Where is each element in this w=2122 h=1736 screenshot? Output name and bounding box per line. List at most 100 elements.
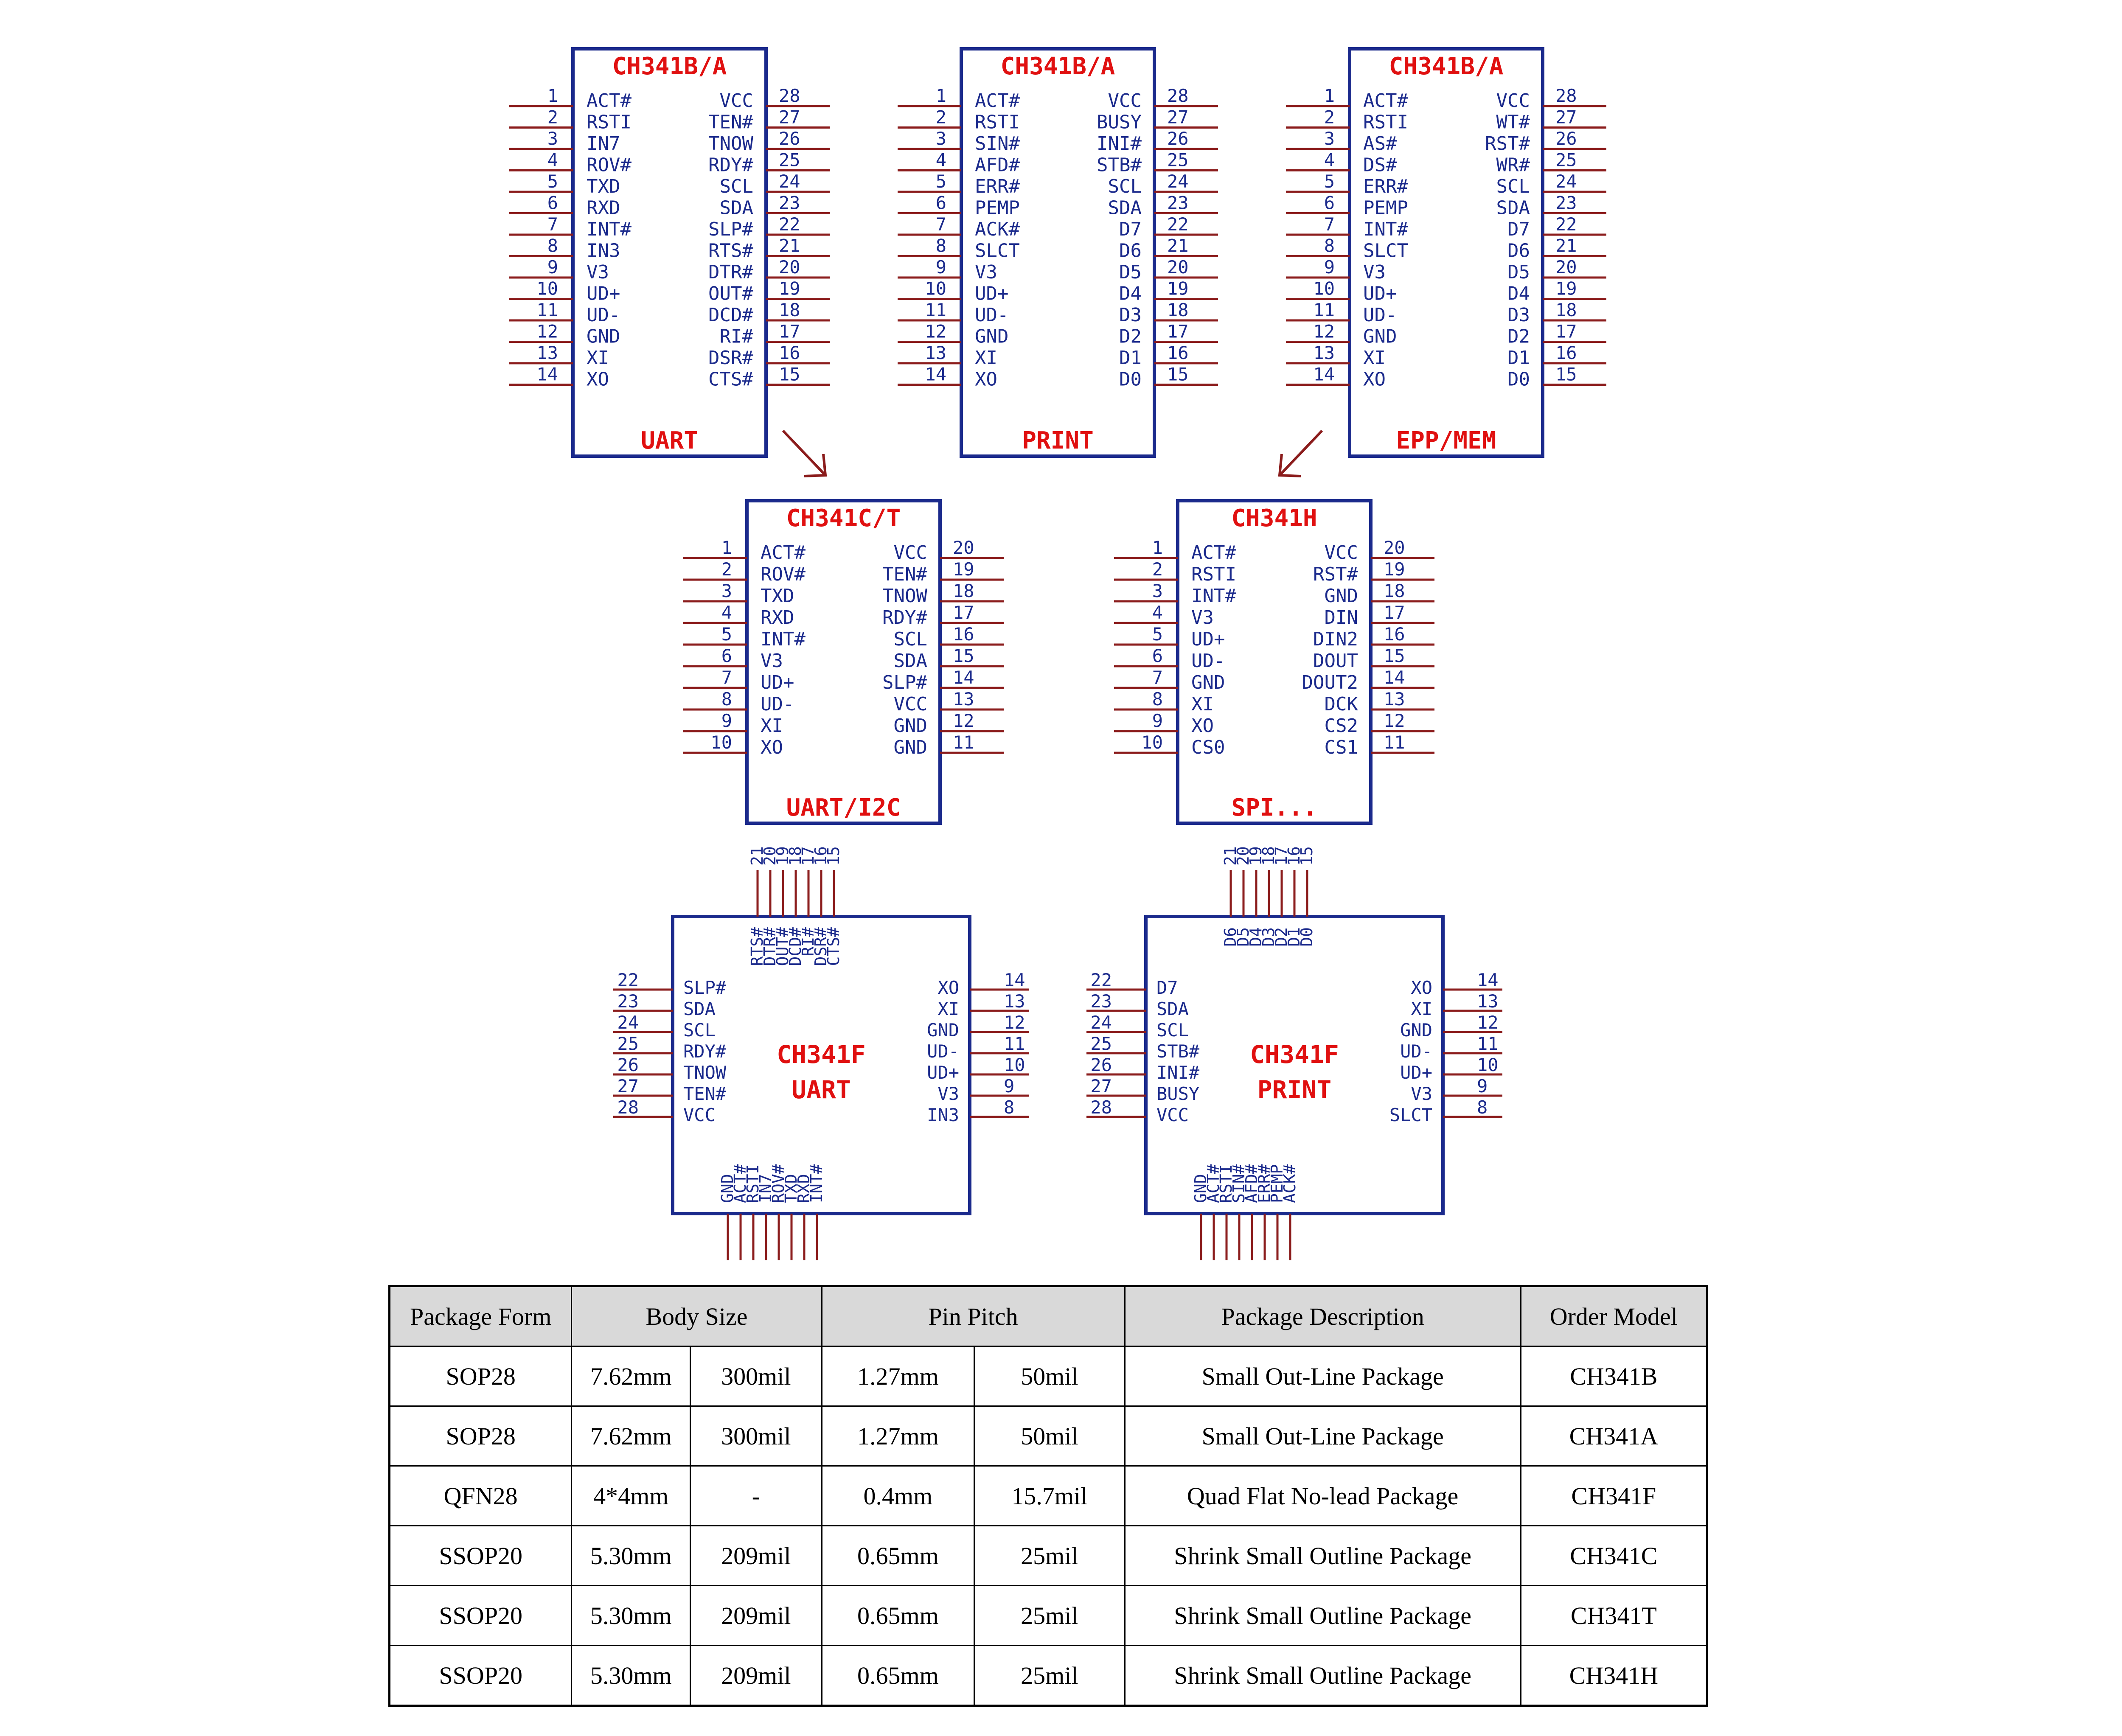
chip-sop28-epp-pin-name: UD+ [1363,283,1397,305]
chip-sop28-print-pin-number: 26 [1167,128,1189,149]
chip-qfn-uart-pin-name: DTR# [761,927,779,966]
chip-qfn-print-pin-number: 19 [1246,846,1265,866]
chip-qfn-print-pin-name: UD- [1400,1041,1432,1062]
chip-qfn-uart-pin-number: 10 [1004,1055,1025,1075]
cell-body-size-mil: - [690,1465,822,1526]
chip-ssop20-ch341h-pin-number: 4 [1152,602,1163,623]
chip-qfn-uart-pin-name: SLP# [683,977,727,998]
chip-sop28-epp-pin-name: D5 [1507,261,1530,283]
header-pin-pitch: Pin Pitch [821,1285,1126,1347]
chip-sop28-uart-pin-number: 20 [779,257,800,278]
chip-qfn-uart-pin-name: CTS# [824,927,843,966]
chip-qfn-uart-pin-name: UD- [927,1041,959,1062]
chip-sop28-epp-mode-label: EPP/MEM [1396,427,1496,454]
chip-ssop20-ch341h-pin-number: 13 [1384,689,1405,710]
cell-body-size-mil: 300mil [690,1405,822,1467]
chip-ssop20-ch341h-mode-label: SPI... [1231,794,1317,822]
chip-sop28-print-pin-name: D1 [1119,347,1142,369]
chip-sop28-uart-pin-number: 10 [536,278,558,299]
chip-qfn-print-pin-number: 17 [1272,846,1291,866]
arrow-epp-to-ch341h-head [1278,454,1301,477]
chip-qfn-uart-pin-name: RDY# [683,1041,727,1062]
cell-package-form: SSOP20 [388,1585,573,1646]
chip-sop28-print-pin-number: 23 [1167,193,1189,213]
chip-sop28-epp-pin-number: 27 [1555,107,1577,128]
chip-ssop20-ch341c-pin-number: 14 [953,667,974,688]
chip-ssop20-ch341c-pin-number: 10 [710,732,732,753]
header-body-size: Body Size [571,1285,822,1347]
chip-ssop20-ch341c-pin-name: SLP# [882,672,927,693]
chip-sop28-print-pin-name: D7 [1119,219,1142,240]
chip-sop28-epp-pin-number: 6 [1324,193,1335,213]
chip-sop28-uart-pin-number: 11 [536,300,558,320]
cell-pin-pitch-mm: 1.27mm [821,1346,975,1407]
chip-sop28-uart-pin-number: 9 [547,257,558,278]
chip-ssop20-ch341c-pin-number: 16 [953,624,974,645]
chip-sop28-uart-pin-number: 19 [779,278,800,299]
chip-sop28-print-pin-name: ACK# [975,219,1020,240]
chip-sop28-epp-title: CH341B/A [1389,53,1504,80]
chip-sop28-print-pin-name: UD- [975,304,1008,326]
chip-sop28-print-pin-name: V3 [975,261,997,283]
cell-package-description: Small Out-Line Package [1124,1346,1521,1407]
chip-ssop20-ch341h-pin-number: 19 [1384,559,1405,580]
chip-sop28-epp-body [1348,47,1544,458]
chip-sop28-epp-pin-number: 4 [1324,150,1335,171]
cell-order-model: CH341T [1520,1585,1708,1646]
chip-qfn-print-pin-name: D4 [1246,927,1265,947]
chip-ssop20-ch341c-pin-number: 5 [721,624,732,645]
chip-qfn-uart-pin-number: 21 [748,846,766,866]
chip-sop28-print-pin-name: VCC [1108,90,1142,112]
cell-order-model: CH341F [1520,1465,1708,1526]
chip-ssop20-ch341c-pin-number: 17 [953,602,974,623]
cell-order-model: CH341C [1520,1525,1708,1586]
chip-sop28-uart-pin-name: TEN# [708,112,753,133]
cell-package-form: SOP28 [388,1405,573,1467]
cell-pin-pitch-mil: 50mil [974,1405,1126,1467]
chip-ssop20-ch341h-pin-name: XI [1191,693,1214,715]
chip-ssop20-ch341h-pin-name: RST# [1313,564,1358,585]
chip-sop28-uart-pin-name: XO [587,369,609,390]
chip-sop28-epp-pin-number: 25 [1555,150,1577,171]
chip-sop28-print-pin-number: 18 [1167,300,1189,320]
cell-package-description: Small Out-Line Package [1124,1405,1521,1467]
chip-qfn-uart-pin-name: GND [718,1174,737,1203]
chip-sop28-uart-pin-number: 13 [536,342,558,363]
cell-body-size-mm: 4*4mm [571,1465,691,1526]
chip-qfn-uart-title: CH341F [777,1040,866,1069]
chip-ssop20-ch341h-pin-name: XO [1191,715,1214,737]
arrow-uart-to-ch341c [782,429,827,477]
chip-ssop20-ch341c-pin-name: XI [761,715,783,737]
chip-sop28-uart-pin-number: 2 [547,107,558,128]
chip-sop28-epp-pin-name: WR# [1496,154,1530,176]
chip-sop28-epp-pin-number: 22 [1555,214,1577,235]
chip-qfn-uart-pin-name: ROV# [769,1164,788,1203]
chip-ssop20-ch341c-pin-name: TNOW [882,585,927,607]
chip-ssop20-ch341c-pin-name: UD- [761,693,794,715]
chip-qfn-uart-pin-name: V3 [937,1083,959,1104]
chip-sop28-uart-pin-name: IN7 [587,133,620,154]
chip-sop28-epp-pin-number: 19 [1555,278,1577,299]
chip-ssop20-ch341c-pin-number: 20 [953,537,974,558]
chip-sop28-epp-pin-name: RSTI [1363,112,1408,133]
chip-sop28-uart-pin-number: 16 [779,342,800,363]
chip-qfn-print-pin-number: 26 [1090,1055,1112,1075]
table-row: SSOP20 5.30mm 209mil 0.65mm 25mil Shrink… [388,1645,1708,1706]
chip-sop28-epp-pin-number: 20 [1555,257,1577,278]
chip-qfn-uart-pin-number: 18 [786,846,805,866]
chip-qfn-print-pin-name: D1 [1285,927,1303,947]
chip-ssop20-ch341c-mode-label: UART/I2C [786,794,901,822]
chip-qfn-print-pin-number: 8 [1477,1097,1488,1118]
chip-sop28-uart-pin-name: SLP# [708,219,753,240]
chip-sop28-uart-pin-number: 18 [779,300,800,320]
cell-pin-pitch-mm: 1.27mm [821,1405,975,1467]
chip-sop28-uart-pin-name: DCD# [708,304,753,326]
chip-sop28-epp-pin-number: 28 [1555,85,1577,106]
chip-qfn-uart-pin-name: ACT# [731,1164,749,1203]
chip-ssop20-ch341h-pin-number: 16 [1384,624,1405,645]
chip-ssop20-ch341c-body [745,499,942,825]
chip-ssop20-ch341h-body [1176,499,1373,825]
chip-sop28-uart-pin-number: 24 [779,171,800,192]
chip-qfn-uart-pin-number: 17 [799,846,817,866]
chip-ssop20-ch341h-pin-number: 9 [1152,710,1163,731]
